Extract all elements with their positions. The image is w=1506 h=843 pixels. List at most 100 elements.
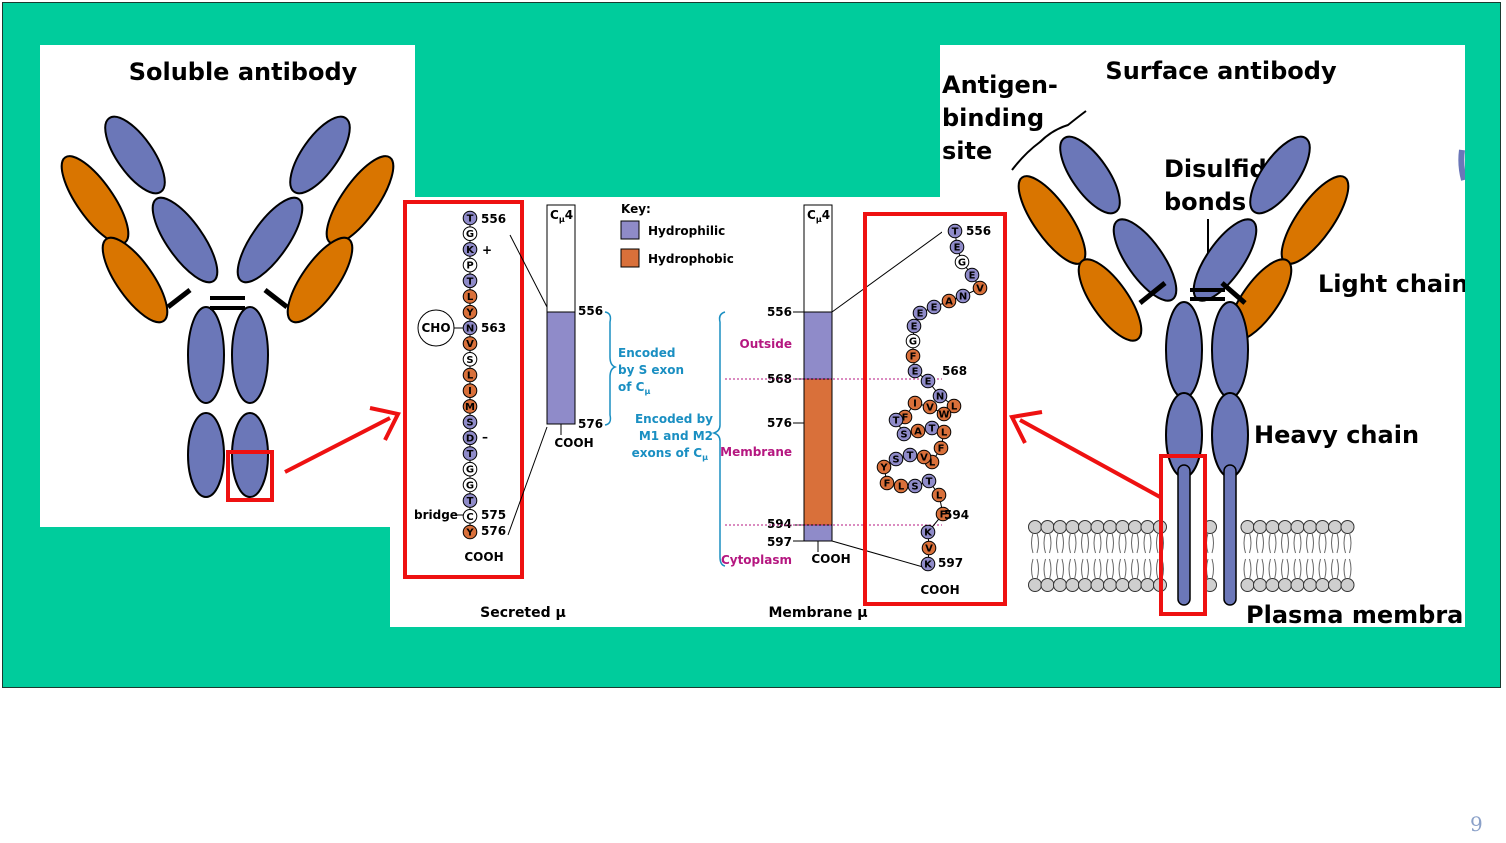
svg-text:S: S [892,455,899,466]
disulfide-bonds-label-line2: bonds [1164,188,1246,216]
lipid-head [1140,578,1155,592]
key-hydrophilic-label: Hydrophilic [648,224,725,238]
svg-text:F: F [910,352,917,363]
svg-text:V: V [925,544,933,555]
lipid-head [1265,578,1280,592]
lipid-tail [1331,558,1339,580]
secreted-encoded-line1: Encoded [618,346,675,360]
secreted-residue: L [462,289,478,304]
svg-text:L: L [929,458,936,469]
membrane-residue: N [932,388,948,404]
secreted-residue: T [462,493,478,508]
membrane-residue: F [933,440,949,456]
svg-text:L: L [467,371,474,382]
lipid-tail [1206,558,1214,580]
lipid-head [1290,578,1305,592]
svg-text:F: F [940,510,947,521]
lipid-head [1053,578,1067,592]
lipid-tail [1331,532,1339,554]
lipid-head [1115,578,1130,592]
lipid-tail [1056,558,1064,580]
secreted-plus-charge: + [482,243,492,257]
antigen-binding-label-line1: Antigen- [942,71,1058,99]
plasma-membrane-bilayer [1028,520,1355,592]
membrane-residue: G [905,333,921,349]
lipid-head [1240,520,1255,534]
lipid-tail [1343,532,1352,554]
secreted-575-number: 575 [481,508,506,522]
svg-text:M: M [465,402,475,413]
svg-text:L: L [941,428,948,439]
secreted-residue: N [462,320,478,336]
svg-text:I: I [468,386,472,397]
membrane-cytoplasm-label: Cytoplasm [721,553,792,567]
membrane-556-number: 556 [966,224,991,238]
lipid-tail [1106,558,1114,580]
lipid-tail [1318,532,1327,554]
lipid-tail [1268,558,1277,580]
lipid-tail [1281,532,1289,554]
page-number: 9 [1470,812,1483,836]
lipid-tail [1306,532,1314,554]
svg-text:S: S [911,482,918,493]
svg-text:V: V [920,453,928,464]
lipid-head [1103,578,1117,592]
membrane-residue: L [946,398,962,414]
membrane-caption: Membrane μ [768,605,867,621]
membrane-residue: T [902,447,918,463]
lipid-tail [1281,558,1289,580]
membrane-residue: V [916,449,932,465]
lipid-tail [1131,532,1139,554]
secreted-residue: P [462,257,478,273]
lipid-tail [1093,532,1102,554]
secreted-residue: I [462,383,478,398]
svg-text:G: G [466,465,474,476]
svg-text:Y: Y [465,308,474,319]
secreted-bar-cooh: COOH [554,436,593,450]
svg-text:E: E [917,309,924,320]
lipid-head [1340,578,1355,592]
secreted-domain-label: Cμ4 [550,208,573,224]
svg-text:E: E [912,367,919,378]
membrane-residue: Y [876,459,892,475]
membrane-597-number: 597 [938,556,963,570]
secreted-residue: L [462,367,478,383]
lipid-head [1240,578,1255,592]
lipid-head [1315,520,1330,534]
secreted-bar-556: 556 [578,304,603,318]
svg-text:F: F [902,413,909,424]
lipid-head [1078,578,1092,592]
secreted-residue: C [462,509,478,524]
membrane-residue: N [955,288,971,304]
svg-text:T: T [467,276,474,287]
membrane-residue: T [924,420,940,436]
lipid-tail [1081,532,1089,554]
soluble-antibody-figure: Soluble antibody [60,58,395,502]
svg-text:N: N [466,323,474,334]
cho-label: CHO [421,321,450,335]
lipid-tail [1293,532,1302,554]
membrane-residue: V [922,399,938,415]
lipid-head [1040,578,1055,592]
lipid-tail [1031,558,1039,580]
light-chain-label: Light chain [1318,270,1465,298]
membrane-membrane-label: Membrane [720,445,792,459]
svg-text:L: L [467,292,474,303]
secreted-residue: S [462,414,478,430]
membrane-residue: E [907,363,923,379]
lipid-head [1253,520,1267,534]
lipid-head [1128,578,1142,592]
lipid-tail [1256,558,1264,580]
svg-text:E: E [925,377,932,388]
secreted-caption: Secreted μ [480,605,566,621]
membrane-594-number: 594 [944,508,969,522]
svg-text:V: V [976,284,984,295]
secreted-563-number: 563 [481,321,506,335]
membrane-domain-label: Cμ4 [807,208,830,224]
lipid-head [1303,520,1317,534]
svg-text:D: D [466,433,474,444]
lipid-tail [1256,532,1264,554]
surface-antibody-title: Surface antibody [1105,57,1337,85]
lipid-head [1328,520,1342,534]
